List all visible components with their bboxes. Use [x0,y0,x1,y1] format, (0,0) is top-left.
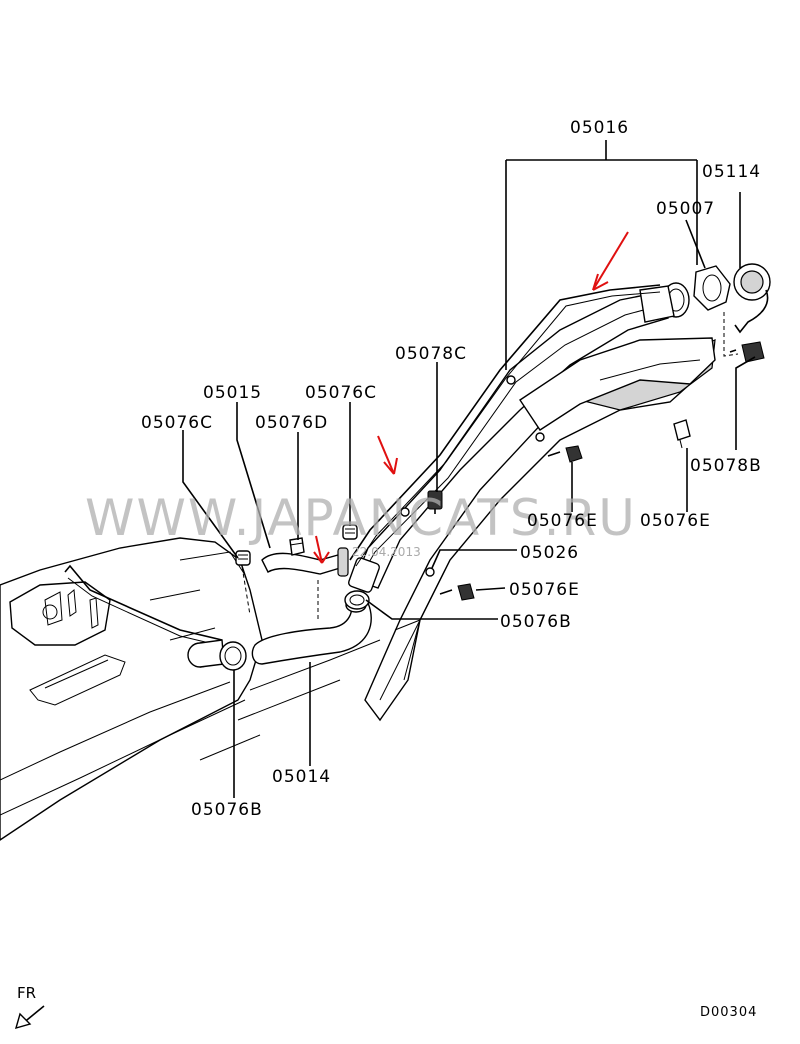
red-arrow-2-head [383,457,398,475]
bracket-hole-4 [425,567,435,577]
clamp-05076b-lower [219,641,247,671]
diagram-code: D00304 [700,1005,757,1020]
protector-05026 [364,337,716,722]
annotation-arrows [313,231,629,564]
label-05076b-right: 05076B [500,612,572,632]
label-05026: 05026 [520,543,579,563]
label-05076b-bottom: 05076B [191,800,263,820]
fr-label: FR [17,984,36,1002]
date-stamp: 22.04.2013 [352,545,421,559]
front-direction-indicator: FR [14,984,45,1030]
clip-05076e-push [673,419,691,449]
label-05078c: 05078C [395,344,467,364]
red-arrow-3-head [313,551,330,564]
clamp-05076b-upper [344,590,370,610]
label-05078b: 05078B [690,456,762,476]
label-05114: 05114 [702,162,761,182]
fr-arrow-head-icon [14,1012,32,1030]
label-05076d: 05076D [255,413,328,433]
red-arrow-1-head [592,273,609,291]
part-labels: 05016 05114 05007 05078C 05015 05076C 05… [141,118,762,820]
label-05016: 05016 [570,118,629,138]
bolt-05078b [729,341,765,363]
fuel-cap-05114 [733,263,771,334]
tank-inlet-pipe [187,639,225,668]
bracket-hole-1 [506,375,516,385]
breather-tube [349,284,661,561]
gasket-05007 [693,265,731,311]
red-arrow-3 [315,535,323,564]
label-05007: 05007 [656,199,715,219]
bolt-05076e-upper [547,445,583,463]
red-arrow-1 [592,231,629,291]
label-05076e-c: 05076E [509,580,580,600]
red-arrow-2 [377,435,395,475]
label-05015: 05015 [203,383,262,403]
leader-lines [182,140,756,798]
vapor-line [64,564,223,641]
watermark: WWW.JAPANCATS.RU [85,489,637,547]
bolt-05076e-lower [439,583,475,601]
label-05014: 05014 [272,767,331,787]
label-05076e-a: 05076E [527,511,598,531]
label-05076e-b: 05076E [640,511,711,531]
bolt-05078c [427,490,443,514]
fuel-pump-flange [9,581,111,646]
filler-neck-05016 [348,282,690,593]
bracket-hole-3 [535,432,545,442]
vent-hose-05015 [235,547,349,577]
bracket-hole-2 [400,507,410,517]
label-05076c-left: 05076C [141,413,213,433]
label-05076c-top: 05076C [305,383,377,403]
